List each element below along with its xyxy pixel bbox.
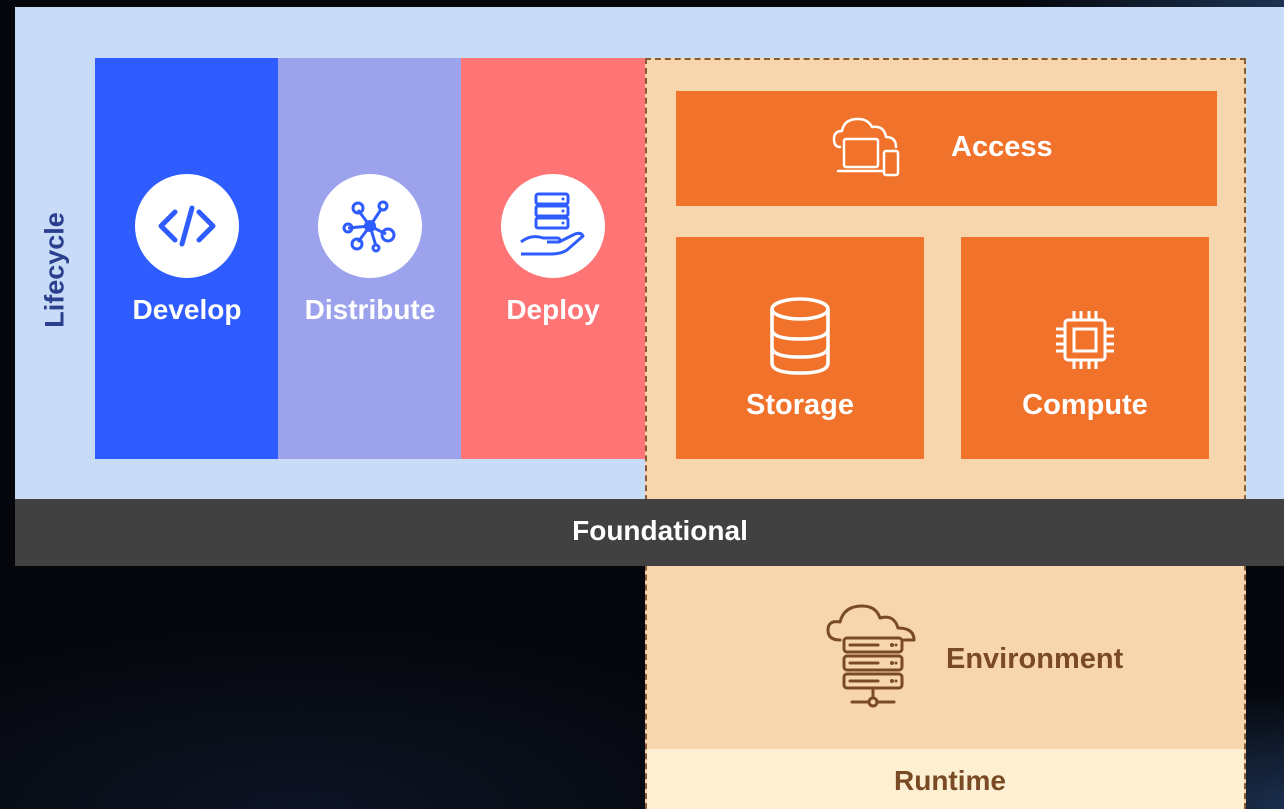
code-icon	[158, 205, 216, 247]
distribute-label: Distribute	[304, 294, 436, 325]
develop-icon-circle	[135, 174, 239, 278]
distribute-column: Distribute	[278, 58, 462, 459]
develop-label: Develop	[132, 294, 242, 325]
compute-box: Compute	[961, 237, 1209, 459]
server-hand-icon	[520, 192, 585, 256]
compute-label: Compute	[1022, 389, 1148, 421]
runtime-label: Runtime	[894, 765, 1006, 796]
cloud-devices-icon	[832, 117, 900, 177]
foundational-label: Foundational	[572, 515, 748, 546]
distribute-icon-circle	[318, 174, 422, 278]
network-hub-icon	[342, 200, 396, 253]
cloud-server-icon	[826, 604, 916, 708]
develop-column: Develop	[95, 58, 279, 459]
cpu-chip-icon	[1056, 311, 1114, 369]
deploy-label: Deploy	[506, 294, 600, 325]
storage-label: Storage	[746, 389, 854, 421]
storage-box: Storage	[676, 237, 924, 459]
database-icon	[770, 297, 830, 375]
deploy-icon-circle	[501, 174, 605, 278]
access-box: Access	[676, 91, 1217, 206]
environment-label: Environment	[946, 643, 1124, 675]
deploy-column: Deploy	[461, 58, 645, 459]
lifecycle-label: Lifecycle	[39, 212, 70, 328]
access-label: Access	[951, 131, 1053, 163]
foundational-bar: Foundational	[15, 499, 1284, 566]
runtime-bar: Runtime	[647, 749, 1244, 809]
